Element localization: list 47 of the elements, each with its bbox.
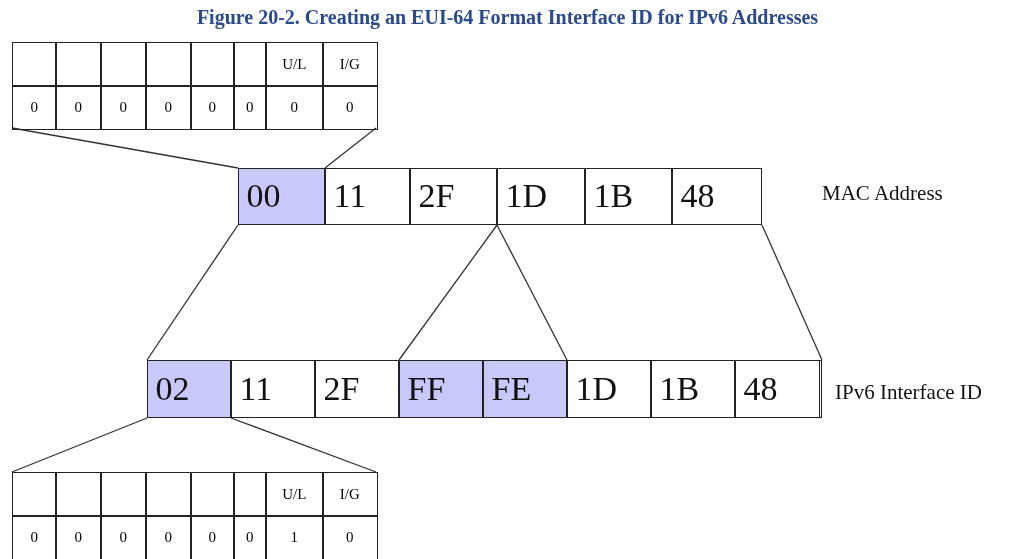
table-cell: 0 — [190, 85, 235, 130]
expansion-line — [761, 224, 823, 361]
address-label: MAC Address — [822, 181, 943, 206]
table-cell: 0 — [265, 85, 324, 130]
table-cell: 0 — [145, 85, 192, 130]
table-cell: I/G — [322, 42, 378, 87]
figure-title: Figure 20-2. Creating an EUI-64 Format Interface ID for IPv6 Addresses — [195, 6, 820, 29]
byte-cell: FF — [398, 359, 483, 418]
byte-cell: 11 — [324, 167, 410, 225]
expansion-line — [230, 417, 377, 473]
bit-table — [12, 42, 376, 128]
table-cell: 0 — [55, 515, 102, 559]
byte-cell: 11 — [230, 359, 315, 418]
byte-cell: FE — [482, 359, 567, 418]
table-cell: 0 — [12, 85, 57, 130]
expansion-line — [496, 224, 568, 361]
address-label: IPv6 Interface ID — [835, 380, 982, 405]
table-cell: 0 — [322, 515, 378, 559]
byte-cell: 1B — [650, 359, 735, 418]
address-bar — [147, 360, 822, 418]
byte-cell: 1D — [496, 167, 585, 225]
table-cell: 0 — [12, 515, 57, 559]
table-cell: 0 — [100, 85, 147, 130]
byte-cell: 02 — [146, 359, 231, 418]
byte-cell: 48 — [734, 359, 820, 418]
byte-cell: 2F — [314, 359, 399, 418]
table-cell: U/L — [265, 472, 324, 517]
byte-cell: 1B — [584, 167, 672, 225]
expansion-line — [11, 127, 239, 169]
expansion-line — [11, 417, 148, 473]
expansion-line — [324, 127, 377, 169]
table-cell: 1 — [265, 515, 324, 559]
table-cell: I/G — [322, 472, 378, 517]
table-cell: 0 — [55, 85, 102, 130]
byte-cell: 1D — [566, 359, 651, 418]
expansion-line — [398, 224, 498, 361]
expansion-line — [146, 224, 239, 361]
table-cell: 0 — [145, 515, 192, 559]
table-cell: 0 — [190, 515, 235, 559]
table-cell: 0 — [322, 85, 378, 130]
table-cell: 0 — [233, 515, 267, 559]
bit-table — [12, 472, 376, 558]
table-cell: U/L — [265, 42, 324, 87]
table-cell: 0 — [100, 515, 147, 559]
byte-cell: 2F — [409, 167, 497, 225]
byte-cell: 00 — [237, 167, 325, 225]
table-cell: 0 — [233, 85, 267, 130]
